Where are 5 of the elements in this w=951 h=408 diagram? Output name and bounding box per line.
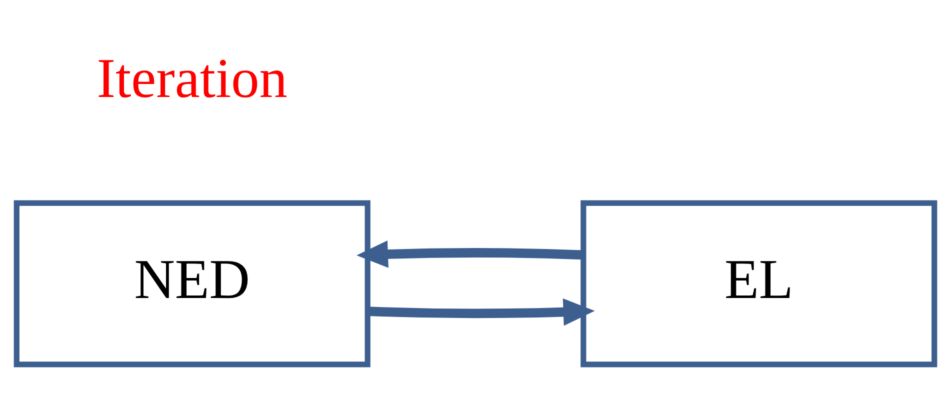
label: Iteration [96,48,288,110]
arrow [356,240,584,268]
arrow [368,298,595,326]
node-box: EL [580,200,938,367]
node-box: NED [14,200,370,367]
